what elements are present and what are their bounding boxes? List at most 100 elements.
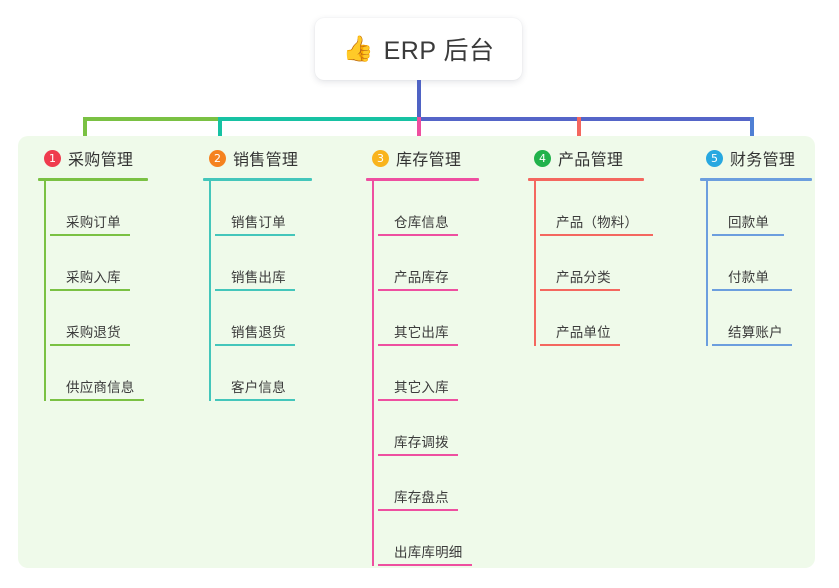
list-item-label: 产品单位 <box>556 325 611 340</box>
connector-drop-column-3 <box>417 117 421 153</box>
column-sales: 2 销售管理销售订单销售出库销售退货客户信息 <box>203 146 353 401</box>
column-item-list: 回款单付款单结算账户 <box>700 181 839 346</box>
column-item-list: 销售订单销售出库销售退货客户信息 <box>203 181 353 401</box>
list-item-underline <box>378 454 458 456</box>
list-item[interactable]: 产品（物料） <box>534 181 688 236</box>
connector-drop-column-4 <box>577 117 581 153</box>
column-spine <box>209 181 211 401</box>
list-item[interactable]: 库存盘点 <box>372 456 521 511</box>
root-node-card[interactable]: 👍 ERP 后台 <box>315 18 522 80</box>
column-number-badge: 5 <box>706 149 723 167</box>
list-item-label: 销售退货 <box>231 325 286 340</box>
connector-bar-indigo <box>419 117 754 121</box>
column-title-underline <box>203 178 312 181</box>
column-title: 库存管理 <box>396 152 462 169</box>
column-purchasing: 1 采购管理采购订单采购入库采购退货供应商信息 <box>38 146 188 401</box>
list-item[interactable]: 结算账户 <box>706 291 839 346</box>
list-item-underline <box>712 234 784 236</box>
list-item-underline <box>378 344 458 346</box>
list-item-label: 出库库明细 <box>394 545 463 560</box>
list-item-underline <box>378 289 458 291</box>
list-item-underline <box>215 344 295 346</box>
list-item-label: 仓库信息 <box>394 215 449 230</box>
connector-bar-green <box>83 117 218 121</box>
column-inventory: 3 库存管理仓库信息产品库存其它出库其它入库库存调拨库存盘点出库库明细 <box>366 146 521 566</box>
list-item-label: 采购退货 <box>66 325 121 340</box>
list-item-underline <box>540 234 653 236</box>
list-item-underline <box>50 234 130 236</box>
list-item-label: 其它入库 <box>394 380 449 395</box>
list-item-underline <box>215 289 295 291</box>
list-item-label: 回款单 <box>728 215 770 230</box>
list-item[interactable]: 付款单 <box>706 236 839 291</box>
trunk-connector-vertical <box>417 80 421 149</box>
column-header[interactable]: 2 销售管理 <box>203 146 353 170</box>
connector-drop-column-2 <box>218 117 222 153</box>
list-item-underline <box>50 399 144 401</box>
list-item-label: 库存调拨 <box>394 435 449 450</box>
list-item[interactable]: 销售订单 <box>209 181 353 236</box>
column-item-list: 产品（物料） 产品分类产品单位 <box>528 181 688 346</box>
column-title-underline <box>528 178 644 181</box>
column-number-badge: 2 <box>209 149 226 167</box>
list-item[interactable]: 客户信息 <box>209 346 353 401</box>
column-title-underline <box>38 178 148 181</box>
list-item-label: 产品分类 <box>556 270 611 285</box>
column-spine <box>534 181 536 346</box>
list-item-underline <box>712 344 792 346</box>
list-item[interactable]: 销售出库 <box>209 236 353 291</box>
list-item-label: 付款单 <box>728 270 770 285</box>
list-item-label: 销售订单 <box>231 215 286 230</box>
list-item[interactable]: 采购退货 <box>44 291 188 346</box>
column-title: 销售管理 <box>233 152 299 169</box>
column-number-badge: 3 <box>372 149 389 167</box>
connector-drop-column-5 <box>750 117 754 153</box>
list-item-label: 销售出库 <box>231 270 286 285</box>
diagram-panel <box>18 136 815 568</box>
list-item-label: 供应商信息 <box>66 380 135 395</box>
column-header[interactable]: 5 财务管理 <box>700 146 839 170</box>
column-title: 采购管理 <box>68 152 134 169</box>
column-title: 财务管理 <box>730 152 796 169</box>
column-finance: 5 财务管理回款单付款单结算账户 <box>700 146 839 346</box>
list-item-label: 采购入库 <box>66 270 121 285</box>
list-item-underline <box>215 234 295 236</box>
column-header[interactable]: 3 库存管理 <box>366 146 521 170</box>
connector-drop-column-1 <box>83 117 87 153</box>
column-spine <box>706 181 708 346</box>
column-number-badge: 1 <box>44 149 61 167</box>
connector-bar-teal <box>218 117 419 121</box>
list-item-underline <box>540 289 620 291</box>
list-item[interactable]: 销售退货 <box>209 291 353 346</box>
list-item-label: 库存盘点 <box>394 490 449 505</box>
list-item[interactable]: 采购订单 <box>44 181 188 236</box>
list-item-label: 采购订单 <box>66 215 121 230</box>
list-item-underline <box>378 234 458 236</box>
list-item-label: 客户信息 <box>231 380 286 395</box>
list-item-underline <box>540 344 620 346</box>
list-item[interactable]: 产品分类 <box>534 236 688 291</box>
list-item-label: 其它出库 <box>394 325 449 340</box>
list-item-underline <box>712 289 792 291</box>
list-item[interactable]: 产品库存 <box>372 236 521 291</box>
list-item[interactable]: 出库库明细 <box>372 511 521 566</box>
list-item[interactable]: 供应商信息 <box>44 346 188 401</box>
column-title: 产品管理 <box>558 152 624 169</box>
list-item-underline <box>378 509 458 511</box>
list-item[interactable]: 采购入库 <box>44 236 188 291</box>
list-item-underline <box>50 344 130 346</box>
column-spine <box>372 181 374 566</box>
list-item-label: 产品（物料） <box>556 215 639 230</box>
list-item[interactable]: 库存调拨 <box>372 401 521 456</box>
list-item-underline <box>215 399 295 401</box>
list-item[interactable]: 回款单 <box>706 181 839 236</box>
thumbs-up-icon: 👍 <box>342 34 374 63</box>
list-item[interactable]: 仓库信息 <box>372 181 521 236</box>
column-header[interactable]: 1 采购管理 <box>38 146 188 170</box>
list-item[interactable]: 其它出库 <box>372 291 521 346</box>
list-item-underline <box>378 399 458 401</box>
list-item[interactable]: 产品单位 <box>534 291 688 346</box>
list-item[interactable]: 其它入库 <box>372 346 521 401</box>
